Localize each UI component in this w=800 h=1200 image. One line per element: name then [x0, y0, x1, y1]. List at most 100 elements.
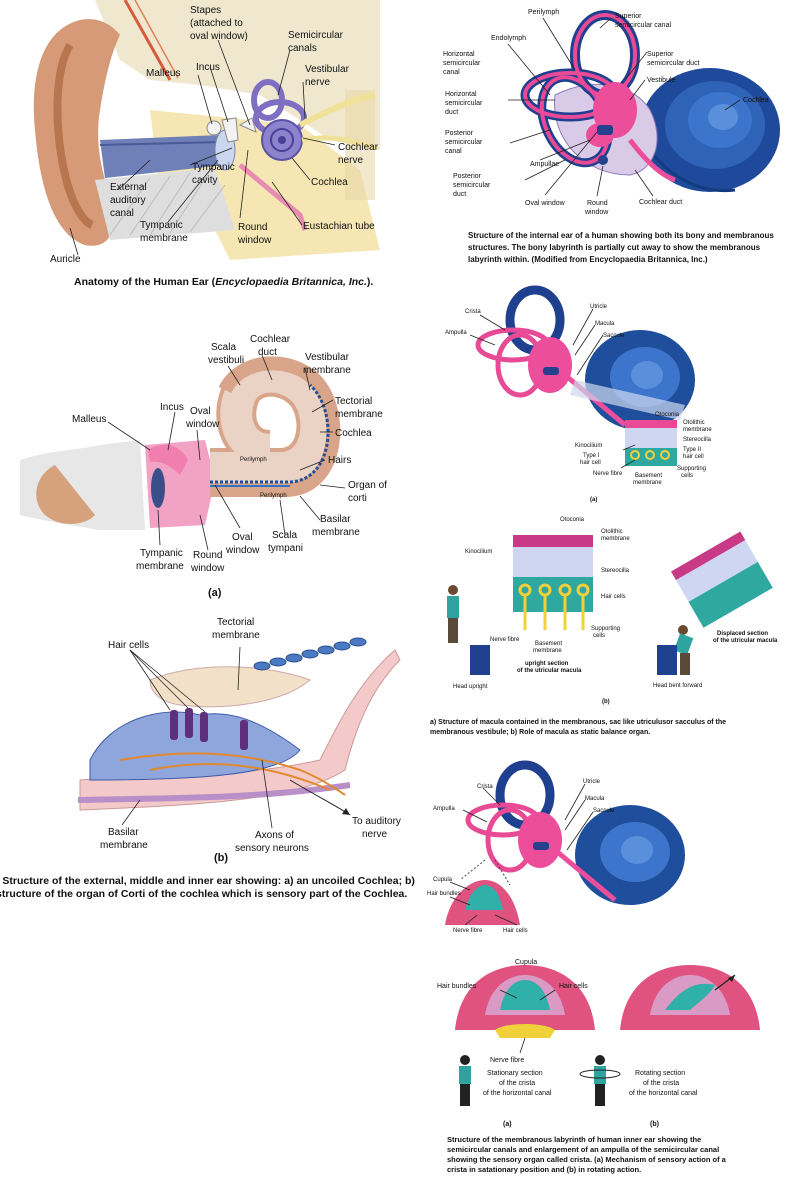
organ-of-corti-diagram: Tectorial membrane Hair cells Basilar me…	[77, 617, 401, 854]
macula-panel: Crista Ampulla Utricle Macula Saccule Ot…	[425, 285, 800, 760]
label-supporting-b-1: Supporting	[591, 626, 620, 632]
label-upright-2: of the utricular macula	[517, 668, 582, 674]
label-nerve-fibre-b: Nerve fibre	[490, 637, 520, 643]
label-part-b-corti: (b)	[214, 852, 229, 864]
label-otolithic-b-2: membrane	[601, 536, 630, 542]
label-stapes-1: Stapes	[190, 5, 221, 16]
label-type2-2: hair cell	[683, 454, 704, 460]
label-crista-m: Crista	[465, 309, 481, 315]
label-basement-top-1: Basement	[635, 473, 662, 479]
label-rotating-1: Rotating section	[635, 1070, 685, 1077]
label-cochlea-2: Cochlea	[335, 428, 372, 439]
label-stapes-2: (attached to	[190, 18, 243, 29]
label-supporting-top-1: Supporting	[677, 466, 706, 472]
label-horizontal-canal-3: canal	[443, 69, 460, 76]
label-posterior-duct-3: duct	[453, 191, 466, 198]
label-hair-cells-m: Hair cells	[601, 594, 626, 600]
label-crista-c: Crista	[477, 784, 493, 790]
label-kinocilium-b: Kinocilium	[465, 549, 492, 555]
label-stationary-1: Stationary section	[487, 1070, 543, 1077]
label-round-window-2-1: Round	[193, 550, 222, 561]
label-hair-cells-c: Hair cells	[503, 928, 528, 934]
inner-ear-caption: Structure of the internal ear of a human…	[468, 231, 774, 264]
label-tectorial-b-1: Tectorial	[217, 617, 254, 628]
label-round-window-2: window	[237, 235, 272, 246]
label-cupula-c: Cupula	[433, 877, 453, 883]
label-axons-2: sensory neurons	[235, 843, 309, 854]
label-malleus-2: Malleus	[72, 414, 106, 425]
label-cochlear-nerve-1: Cochlear	[338, 142, 379, 153]
label-oval-window-bottom-2: window	[225, 545, 260, 556]
label-basement-b-1: Basement	[535, 641, 562, 647]
label-vestibule: Vestibule	[647, 77, 676, 84]
label-cochlear-nerve-2: nerve	[338, 155, 363, 166]
label-auricle: Auricle	[50, 254, 81, 265]
label-posterior-duct-1: Posterior	[453, 173, 482, 180]
uncoiled-cochlea-panel: Malleus Incus Oval window Scala vestibul…	[0, 300, 420, 610]
label-basilar-b-1: Basilar	[108, 827, 139, 838]
label-otolithic-top-1: Otolithic	[683, 420, 705, 426]
label-vestibular-membrane-2: membrane	[303, 365, 351, 376]
label-horizontal-canal-2: semicircular	[443, 60, 481, 67]
label-scala-tympani-1: Scala	[272, 530, 297, 541]
label-rotating-2: of the crista	[643, 1080, 679, 1087]
label-macula-c: Macula	[585, 796, 605, 802]
label-organ-of-corti-2: corti	[348, 493, 367, 504]
label-round-window-1: Round	[238, 222, 267, 233]
label-type1-2: hair cell	[580, 460, 601, 466]
label-eustachian-tube: Eustachian tube	[303, 221, 375, 232]
label-cochlear-duct-2: duct	[258, 347, 277, 358]
label-posterior-canal-3: canal	[445, 148, 462, 155]
label-oval-window-bottom-1: Oval	[232, 532, 253, 543]
label-ampulla-m: Ampulla	[445, 330, 467, 336]
crista-diagram: Crista Ampulla Utricle Macula Saccule Cu…	[427, 760, 760, 1128]
label-hairs: Hairs	[328, 455, 351, 466]
label-basilar-membrane-2: membrane	[312, 527, 360, 538]
label-basement-b-2: membrane	[533, 648, 562, 654]
label-oval-window: Oval window	[525, 200, 566, 207]
label-type1-1: Type I	[583, 453, 600, 459]
label-utricle-c: Utricle	[583, 779, 601, 785]
macula-diagram: Crista Ampulla Utricle Macula Saccule Ot…	[445, 285, 778, 705]
label-perilymph-a: Perilymph	[240, 457, 267, 463]
label-tectorial-membrane-1: Tectorial	[335, 396, 372, 407]
label-rotating-3: of the horizontal canal	[629, 1090, 698, 1097]
label-horizontal-duct-3: duct	[445, 109, 458, 116]
label-horizontal-duct-2: semicircular	[445, 100, 483, 107]
label-displaced-1: Displaced section	[717, 631, 768, 637]
organ-of-corti-panel: Tectorial membrane Hair cells Basilar me…	[0, 610, 420, 930]
label-semicircular-canals-1: Semicircular	[288, 30, 344, 41]
label-stationary-3: of the horizontal canal	[483, 1090, 552, 1097]
label-tympanic-membrane-3-1: Tympanic	[140, 548, 183, 559]
label-malleus: Malleus	[146, 68, 180, 79]
label-endolymph: Endolymph	[491, 35, 526, 42]
label-otolithic-b-1: Otolithic	[601, 529, 623, 535]
label-to-auditory-nerve-2: nerve	[362, 829, 387, 840]
label-supporting-top-2: cells	[681, 473, 693, 479]
label-displaced-2: of the utricular macula	[713, 638, 778, 644]
label-scala-vestibuli-2: vestibuli	[208, 355, 244, 366]
label-nerve-fibre-d: Nerve fibre	[490, 1057, 524, 1064]
label-vestibular-nerve-1: Vestibular	[305, 64, 350, 75]
label-cupula-d: Cupula	[515, 959, 537, 966]
label-head-upright: Head upright	[453, 684, 488, 690]
label-otolithic-top-2: membrane	[683, 427, 712, 433]
label-otoconia-top: Otoconia	[655, 412, 680, 418]
label-incus-2: Incus	[160, 402, 184, 413]
label-posterior-canal-2: semicircular	[445, 139, 483, 146]
label-oval-window-top-2: window	[185, 419, 220, 430]
label-superior-duct-2: semicircular duct	[647, 60, 700, 67]
label-head-bent: Head bent forward	[653, 683, 702, 689]
label-cochlear-duct: Cochlear duct	[639, 199, 682, 206]
label-perilymph-b: Perilymph	[260, 493, 287, 499]
label-basilar-membrane-1: Basilar	[320, 514, 351, 525]
label-hair-cells-d: Hair cells	[559, 983, 588, 990]
cochlea-figure-caption: : Structure of the external, middle and …	[0, 875, 415, 900]
label-perilymph: Perilymph	[528, 9, 559, 16]
label-external-canal-2: auditory	[110, 195, 146, 206]
crista-caption: Structure of the membranous labyrinth of…	[447, 1135, 726, 1174]
label-superior-canal-1: Superior	[615, 13, 642, 20]
label-kinocilium-top: Kinocilium	[575, 443, 602, 449]
label-ampulla-c: Ampulla	[433, 806, 455, 812]
label-round-window-inner-2: window	[584, 209, 609, 216]
